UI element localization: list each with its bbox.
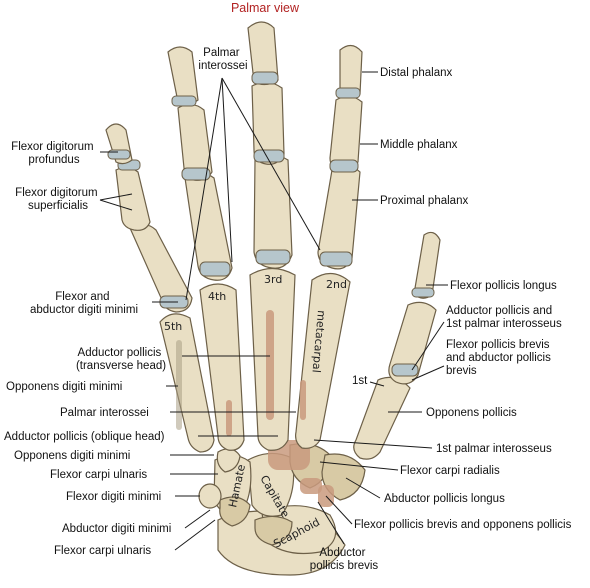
cart-pp2 xyxy=(319,251,353,267)
leader-fcu-2 xyxy=(174,519,216,551)
triquetrum-bone xyxy=(219,496,251,527)
label-flexor-digiti-minimi: Flexor digiti minimi xyxy=(66,491,161,503)
label-fpb-apb: Flexor pollicis brevis and abductor poll… xyxy=(446,339,554,377)
metacarpal-2 xyxy=(295,272,351,449)
label-fcu-2: Flexor carpi ulnaris xyxy=(54,545,151,557)
annotation-labels: Palmar interossei Distal phalanx Middle … xyxy=(4,47,572,572)
label-opponens-pollicis: Opponens pollicis xyxy=(426,407,517,419)
label-opponens-dm-2: Opponens digiti minimi xyxy=(14,450,130,462)
leader-abductor-digiti-minimi xyxy=(184,509,211,529)
leader-fds-2 xyxy=(99,199,133,211)
leader-1st xyxy=(369,381,385,387)
cart-mp4 xyxy=(181,167,211,181)
label-fds: Flexor digitorum superficialis xyxy=(15,187,101,212)
bone-label-2nd: 2nd xyxy=(326,278,347,291)
figure-title: Palmar view xyxy=(231,1,300,15)
leader-palmar-interossei-3 xyxy=(221,77,321,251)
leader-palmar-interossei-1 xyxy=(185,77,223,301)
label-abductor-pollicis-longus: Abductor pollicis longus xyxy=(384,493,505,505)
bone-label-4th: 4th xyxy=(208,290,226,303)
label-proximal-phalanx: Proximal phalanx xyxy=(380,195,468,207)
muscle-attach-wrist-2 xyxy=(300,478,322,494)
label-abductor-digiti-minimi: Abductor digiti minimi xyxy=(62,523,171,535)
muscle-attach-mc2 xyxy=(300,380,306,420)
metacarpal-5 xyxy=(159,313,215,453)
leader-abductor-pollicis-longus xyxy=(345,477,381,499)
muscle-attach-mc3 xyxy=(266,310,274,420)
metacarpal-4 xyxy=(199,283,245,451)
metacarpal-bones xyxy=(159,267,411,460)
label-fdp: Flexor digitorum profundus xyxy=(11,141,97,166)
label-fcu-1: Flexor carpi ulnaris xyxy=(50,469,147,481)
label-abductor-pollicis-brevis: Abductor pollicis brevis xyxy=(310,547,379,572)
cart-dp5 xyxy=(107,149,131,160)
middle-phalanx-5 xyxy=(115,166,151,231)
label-flexor-abductor-dm: Flexor and abductor digiti minimi xyxy=(30,291,138,316)
pisiform-bone xyxy=(198,483,222,509)
cart-pp3 xyxy=(255,249,291,265)
cart-dp3 xyxy=(251,71,279,85)
label-1st: 1st xyxy=(352,375,368,387)
cart-dp2 xyxy=(335,87,361,99)
leader-abductor-pollicis-brevis xyxy=(317,501,345,545)
hand-skeleton: 2nd 3rd 4th 5th metacarpal Hamate Capita… xyxy=(105,21,441,576)
label-adductor-1st-palmar: Adductor pollicis and 1st palmar interos… xyxy=(446,305,562,330)
cart-dp4 xyxy=(171,95,197,107)
leader-flexor-carpi-radialis xyxy=(319,461,399,471)
cart-pp4 xyxy=(199,261,231,277)
label-fpl: Flexor pollicis longus xyxy=(450,280,557,292)
label-1st-palmar-interosseus: 1st palmar interosseus xyxy=(436,443,552,455)
shade-mc5 xyxy=(176,340,182,430)
metacarpal-1 xyxy=(353,376,411,460)
bone-label-5th: 5th xyxy=(164,320,182,333)
label-adductor-transverse: Adductor pollicis (transverse head) xyxy=(76,347,166,372)
leader-adductor-1st-palmar xyxy=(411,321,445,371)
bone-label-metacarpal: metacarpal xyxy=(310,310,328,374)
label-middle-phalanx: Middle phalanx xyxy=(380,139,458,151)
muscle-attach-mc4 xyxy=(226,400,232,436)
label-palmar-interossei-mid: Palmar interossei xyxy=(60,407,149,419)
label-palmar-interossei-top: Palmar interossei xyxy=(198,47,247,72)
cart-mp3 xyxy=(253,149,285,163)
bone-label-3rd: 3rd xyxy=(264,273,282,286)
label-distal-phalanx: Distal phalanx xyxy=(380,67,452,79)
cart-mp2 xyxy=(329,159,359,173)
leader-1st-palmar-interosseus xyxy=(313,439,433,449)
leader-palmar-interossei-2 xyxy=(221,77,233,263)
proximal-phalanges xyxy=(129,154,437,385)
leader-lines xyxy=(99,71,448,551)
cart-dp1 xyxy=(411,287,435,298)
label-adductor-oblique: Adductor pollicis (oblique head) xyxy=(4,431,165,443)
cart-pp1 xyxy=(391,363,419,377)
label-flexor-carpi-radialis: Flexor carpi radialis xyxy=(400,465,500,477)
leader-fpb-apb xyxy=(411,365,445,381)
middle-phalanx-2 xyxy=(329,95,363,171)
lunate-bone xyxy=(254,515,293,546)
leader-fds-1 xyxy=(99,193,133,201)
label-fpb-opponens: Flexor pollicis brevis and opponens poll… xyxy=(354,519,572,531)
proximal-phalanx-1 xyxy=(388,301,437,385)
label-opponens-dm: Opponens digiti minimi xyxy=(6,381,122,393)
distal-phalanges xyxy=(105,21,441,299)
leader-fpb-opponens xyxy=(325,495,353,525)
